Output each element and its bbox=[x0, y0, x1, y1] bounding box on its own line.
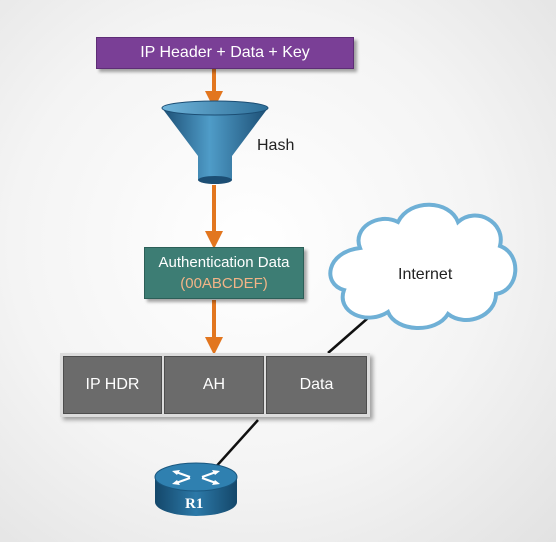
packet-router-link bbox=[212, 419, 259, 471]
router-r1-icon bbox=[154, 462, 238, 516]
hash-label: Hash bbox=[257, 137, 295, 154]
router-label: R1 bbox=[185, 496, 204, 512]
internet-label: Internet bbox=[398, 266, 453, 283]
hash-funnel-icon bbox=[161, 100, 269, 184]
packet-cell-ah: AH bbox=[164, 356, 264, 414]
authentication-data-box: Authentication Data (00ABCDEF) bbox=[144, 247, 304, 299]
authentication-data-value: (00ABCDEF) bbox=[180, 275, 268, 292]
internet-cloud-icon bbox=[328, 202, 518, 330]
authentication-data-title: Authentication Data bbox=[158, 254, 290, 271]
ah-packet: IP HDR AH Data bbox=[60, 353, 370, 417]
packet-cell-ip-hdr: IP HDR bbox=[63, 356, 162, 414]
cloud-packet-link bbox=[327, 317, 369, 354]
ip-header-data-key-box: IP Header + Data + Key bbox=[96, 37, 354, 69]
ip-header-data-key-label: IP Header + Data + Key bbox=[140, 44, 310, 61]
packet-cell-data: Data bbox=[266, 356, 367, 414]
